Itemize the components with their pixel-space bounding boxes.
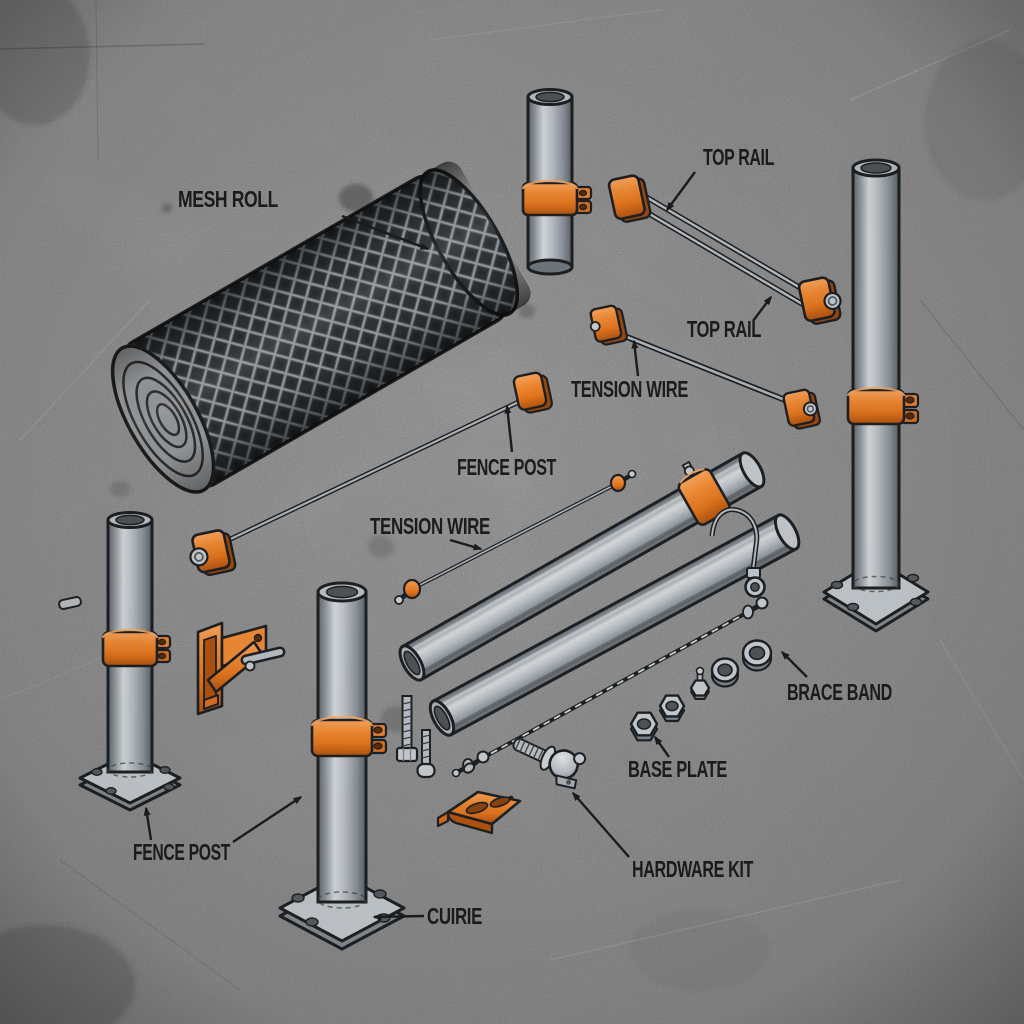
fence-parts-diagram: MESH ROLL TOP RAIL TOP RAIL TENSION WIRE… — [0, 0, 1024, 1024]
diagram-canvas: MESH ROLL TOP RAIL TOP RAIL TENSION WIRE… — [0, 0, 1024, 1024]
vignette-overlay — [0, 0, 1024, 1024]
